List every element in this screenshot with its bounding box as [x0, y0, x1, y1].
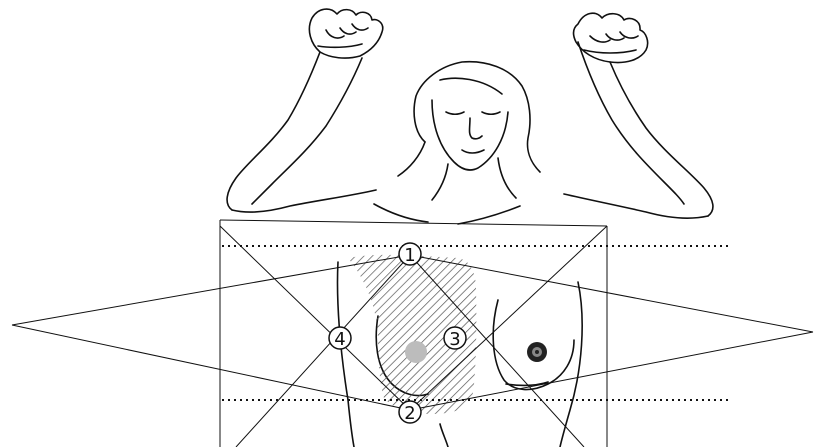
marker-3-label: 3 — [449, 329, 460, 350]
marker-4-label: 4 — [334, 329, 345, 350]
mouth — [462, 150, 484, 153]
right-torso-side — [560, 282, 582, 447]
marker-4: 4 — [329, 327, 351, 350]
left-arm — [227, 52, 362, 210]
left-eye — [446, 112, 464, 114]
marker-2-label: 2 — [404, 403, 415, 424]
left-fist — [309, 9, 382, 58]
head — [398, 62, 540, 176]
right-fist — [574, 13, 648, 62]
left-shoulder-line — [232, 190, 376, 212]
right-clavicle — [458, 206, 520, 224]
right-nipple — [527, 342, 547, 362]
marker-3: 3 — [444, 327, 466, 350]
neck-right — [498, 158, 516, 198]
abdomen-line — [440, 424, 448, 447]
right-arm — [578, 42, 713, 216]
marker-1-label: 1 — [404, 245, 415, 266]
neck-left — [432, 164, 448, 200]
right-shoulder-line — [564, 194, 708, 218]
left-nipple — [405, 341, 427, 363]
left-clavicle — [374, 204, 428, 222]
plane-line-left-upper — [12, 255, 410, 325]
marker-2: 2 — [399, 401, 421, 424]
frame-top-edge — [220, 220, 607, 226]
nose — [470, 118, 483, 139]
marker-1: 1 — [399, 243, 421, 266]
right-eye — [482, 112, 500, 114]
left-torso-side — [337, 262, 354, 447]
